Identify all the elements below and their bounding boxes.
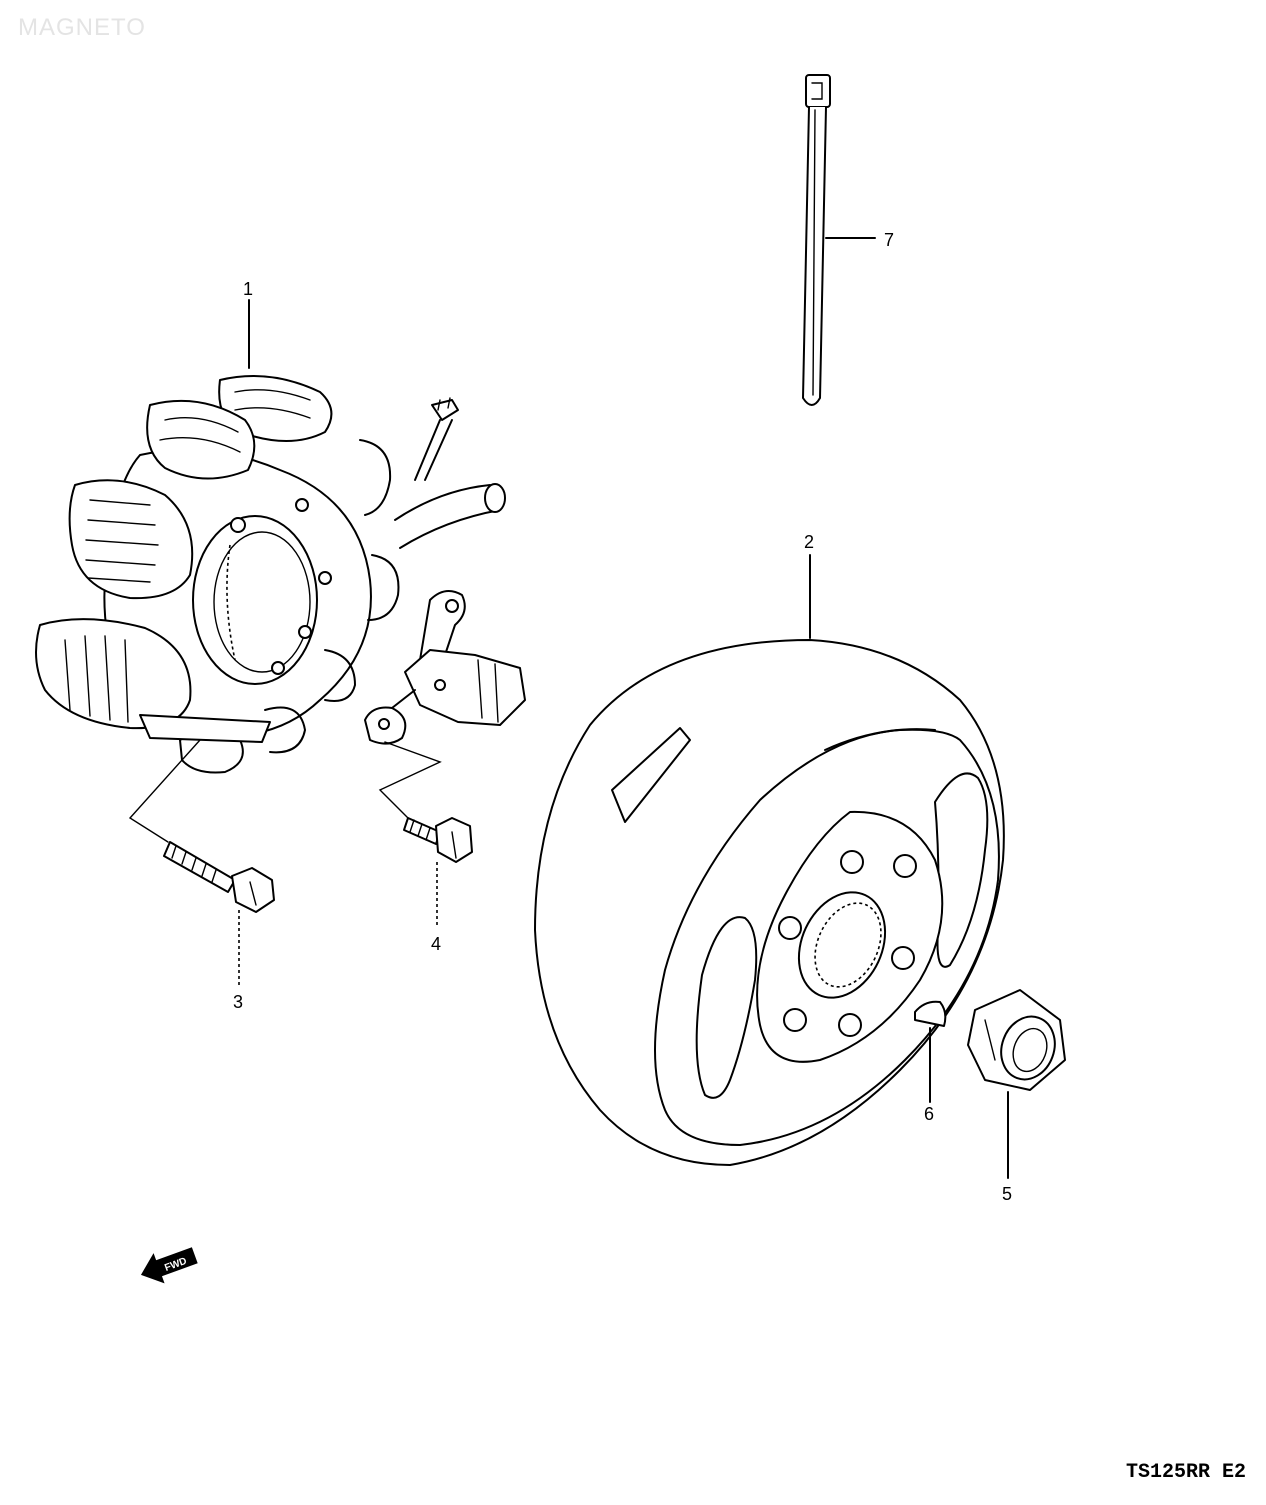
- forward-arrow-icon: FWD: [140, 1247, 198, 1284]
- clamp-part: [802, 74, 831, 406]
- callout-3: 3: [233, 992, 243, 1012]
- callout-5: 5: [1002, 1184, 1012, 1204]
- callout-7: 7: [884, 230, 894, 250]
- callout-1: 1: [243, 279, 253, 299]
- pickup-screw-part: [403, 817, 473, 863]
- leader-lines: [128, 237, 1009, 1179]
- stator-part: [35, 375, 506, 774]
- callout-2: 2: [804, 532, 814, 552]
- model-code-label: TS125RR E2: [1125, 1461, 1246, 1484]
- pickup-coil-part: [364, 590, 526, 745]
- diagram-title-watermark: MAGNETO: [18, 14, 146, 41]
- callout-6: 6: [924, 1104, 934, 1124]
- callout-labels: 1 2 3 4 5 6 7: [233, 230, 1012, 1204]
- rotor-nut-part: [967, 989, 1066, 1091]
- callout-4: 4: [431, 934, 441, 954]
- stator-bolt-part: [163, 841, 275, 913]
- key-part: [914, 1000, 947, 1027]
- rotor-part: [534, 639, 1005, 1166]
